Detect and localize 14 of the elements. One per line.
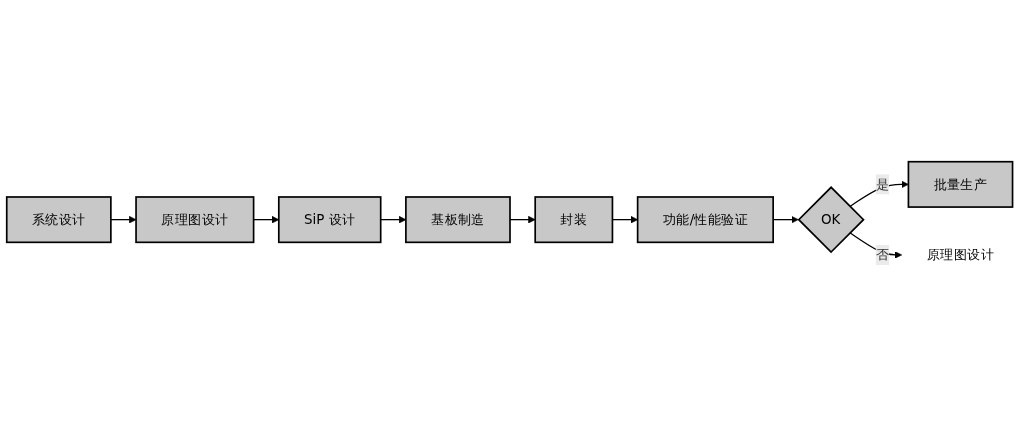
arrow <box>110 216 137 224</box>
node-box: 基板制造 <box>405 196 511 244</box>
node-text: 原理图设计 <box>926 246 995 263</box>
node-box: 封装 <box>534 196 614 244</box>
node-box: 系统设计 <box>5 196 112 244</box>
edge-label: 否 <box>875 246 890 263</box>
edge-label: 是 <box>875 176 890 193</box>
node-box: 原理图设计 <box>135 196 255 244</box>
arrow <box>849 232 903 259</box>
arrow <box>849 181 909 208</box>
node-diamond: OK <box>797 186 865 254</box>
node-box: 批量生产 <box>907 161 1014 209</box>
node-box: SiP 设计 <box>277 196 382 244</box>
node-box: 功能/性能验证 <box>636 196 774 244</box>
